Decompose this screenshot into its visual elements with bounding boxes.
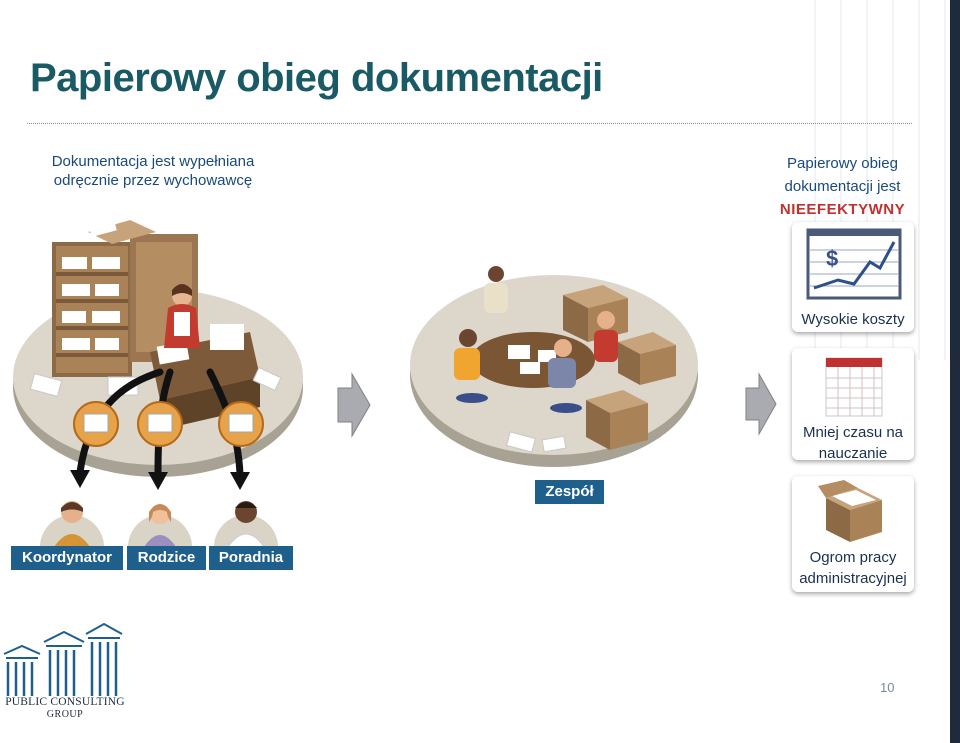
counseling-avatar (214, 501, 278, 547)
coordinator-avatar (40, 501, 104, 547)
intro-line-2: odręcznie przez wychowawcę (53, 172, 253, 189)
cost-caption-less-time: Mniej czasu na nauczanie (802, 424, 904, 462)
cost-card-admin-work (792, 476, 914, 592)
conclusion-highlight: NIEEFEKTYWNY (779, 201, 906, 218)
role-label-parents: Rodzice (127, 546, 206, 570)
dollar-symbol: $ (826, 246, 838, 271)
intro-line-1: Dokumentacja jest wypełniana (51, 153, 255, 170)
conclusion-text: Papierowy obieg dokumentacji jest NIEEFE… (770, 152, 915, 221)
slide-title: Papierowy obieg dokumentacji (30, 56, 603, 100)
arrow-right-icon (337, 372, 371, 438)
public-consulting-group-logo (3, 622, 123, 696)
logo-line-1: PUBLIC CONSULTING (5, 696, 125, 708)
slide-edge-bar (950, 0, 960, 743)
teacher-office-illustration (13, 220, 303, 490)
cost-card-less-time (792, 348, 914, 460)
role-label-coordinator: Koordynator (11, 546, 123, 570)
intro-text: Dokumentacja jest wypełniana odręcznie p… (28, 152, 278, 190)
parents-avatar (128, 504, 192, 547)
cost-caption-expensive: Wysokie koszty (801, 311, 905, 328)
team-meeting-illustration (410, 266, 698, 467)
page-number: 10 (880, 680, 895, 695)
logo-line-2: GROUP (46, 709, 84, 720)
conclusion-line-1: Papierowy obieg (787, 155, 898, 172)
role-avatars (40, 501, 278, 547)
cost-caption-admin-work: Ogrom pracy administracyjnej (799, 549, 907, 587)
title-divider (27, 123, 912, 124)
conclusion-line-2: dokumentacji jest (784, 178, 901, 195)
cost-card-expensive: $ (792, 222, 914, 332)
rising-cost-chart-icon: $ (806, 228, 902, 300)
arrow-right-icon (745, 372, 777, 436)
team-label: Zespół (535, 480, 604, 504)
calendar-icon (825, 357, 883, 417)
role-label-counseling: Poradnia (209, 546, 293, 570)
document-box-icon (818, 480, 882, 542)
